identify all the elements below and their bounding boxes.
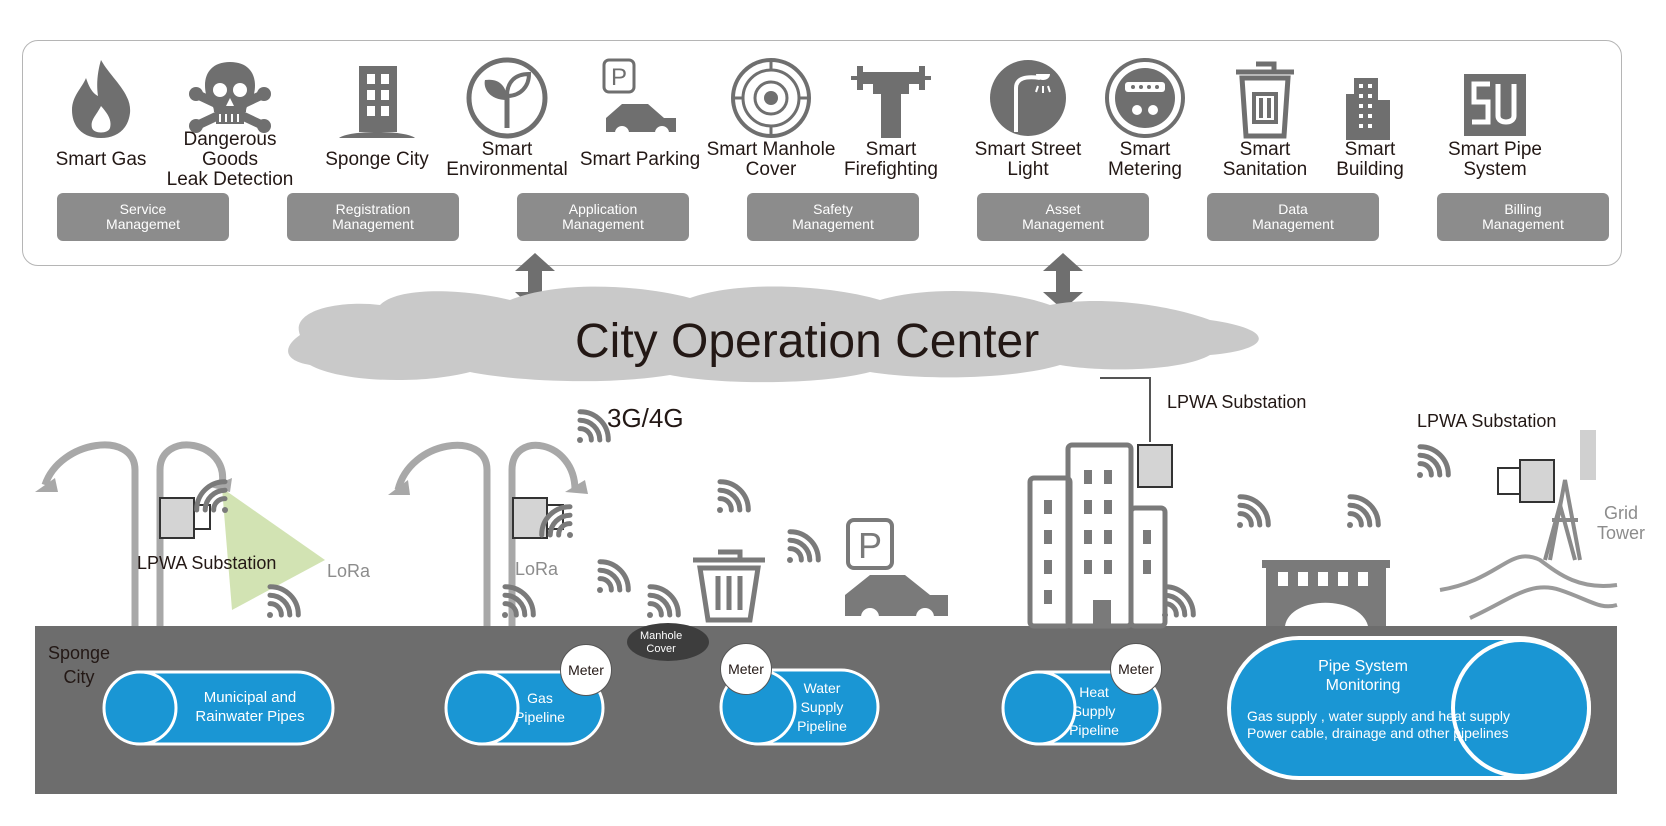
app-label: Smart Firefighting <box>844 139 938 180</box>
management-button[interactable]: Data Management <box>1207 193 1379 241</box>
manhole-icon <box>696 50 846 140</box>
lamp-light-beam <box>222 488 325 610</box>
parking-car-icon: P <box>845 518 948 626</box>
municipal-pipe-label: Municipal and Rainwater Pipes <box>195 689 305 725</box>
lpwa-substation-label: LPWA Substation <box>1417 411 1557 431</box>
street-lamp-icon <box>41 441 227 626</box>
wifi-signal-icon <box>194 479 228 513</box>
app-parking-car[interactable]: P Smart Parking <box>565 50 715 180</box>
hydrant-icon <box>816 50 966 140</box>
lpwa-substation-label: LPWA Substation <box>137 553 277 573</box>
app-label: Smart Metering <box>1108 139 1182 180</box>
trash-can-icon <box>693 549 765 623</box>
wifi-signal-icon <box>597 559 631 593</box>
meter-badge: Meter <box>1110 643 1162 695</box>
svg-text:P: P <box>611 64 627 91</box>
manhole-cover-label: Manhole Cover <box>640 630 683 655</box>
meter-badge: Meter <box>720 643 772 695</box>
tower-building-icon <box>1295 50 1445 140</box>
wifi-signal-icon <box>577 409 611 443</box>
svg-text:P: P <box>858 525 882 566</box>
wifi-signal-icon <box>1347 494 1381 528</box>
grid-tower-label: Grid Tower <box>1597 503 1646 543</box>
street-lamp-icon <box>394 441 579 626</box>
app-skull[interactable]: Dangerous Goods Leak Detection <box>155 50 305 190</box>
app-building[interactable]: Sponge City <box>302 50 452 180</box>
pipe-monitoring-title: Pipe System Monitoring <box>1318 658 1408 694</box>
app-tower-building[interactable]: Smart Building <box>1295 50 1445 180</box>
building-icon <box>302 50 452 140</box>
wifi-signal-icon <box>1417 444 1451 478</box>
management-button[interactable]: Asset Management <box>977 193 1149 241</box>
gas-pipeline-label: Gas Pipeline <box>515 690 565 725</box>
application-panel <box>22 40 1622 266</box>
app-label: Sponge City <box>325 149 429 170</box>
heat-pipeline-label: Heat Supply Pipeline <box>1069 684 1119 738</box>
wifi-signal-icon <box>787 529 821 563</box>
wifi-signal-icon <box>1237 494 1271 528</box>
su-logo-icon <box>1420 50 1570 140</box>
app-su-logo[interactable]: Smart Pipe System <box>1420 50 1570 180</box>
skull-icon <box>155 50 305 140</box>
app-street-light[interactable]: Smart Street Light <box>953 50 1103 180</box>
meter-badge: Meter <box>560 644 612 696</box>
gas-flame-icon <box>26 50 176 140</box>
parking-car-icon: P <box>565 50 715 140</box>
manhole-cover-icon <box>627 623 709 661</box>
app-label: Smart Sanitation <box>1222 139 1308 180</box>
city-operation-center-title: City Operation Center <box>575 315 1040 368</box>
app-manhole[interactable]: Smart Manhole Cover <box>696 50 846 180</box>
bridge-icon <box>1262 560 1390 626</box>
wifi-signal-icon <box>539 504 573 538</box>
wifi-signal-icon <box>717 479 751 513</box>
app-meter[interactable]: Smart Metering <box>1070 50 1220 180</box>
sponge-city-label: Sponge City <box>48 643 111 687</box>
app-label: Smart Gas <box>55 149 147 170</box>
app-label: Smart Manhole Cover <box>706 139 836 180</box>
app-label: Smart Parking <box>579 149 701 170</box>
cloud-shape <box>288 286 1259 383</box>
lora-label: LoRa <box>515 559 559 579</box>
management-button[interactable]: Service Managemet <box>57 193 229 241</box>
wifi-signal-icon <box>1162 584 1196 618</box>
app-label: Smart Building <box>1336 139 1404 180</box>
leaf-circle-icon <box>432 50 582 140</box>
management-button[interactable]: Registration Management <box>287 193 459 241</box>
wifi-signal-icon <box>502 584 536 618</box>
app-label: Smart Environmental <box>446 139 568 180</box>
management-button[interactable]: Application Management <box>517 193 689 241</box>
trash-icon <box>1190 50 1340 140</box>
management-button[interactable]: Safety Management <box>747 193 919 241</box>
lora-label: LoRa <box>327 561 371 581</box>
app-hydrant[interactable]: Smart Firefighting <box>816 50 966 180</box>
lpwa-substation-label: LPWA Substation <box>1167 392 1307 412</box>
hills <box>1439 554 1618 592</box>
management-button[interactable]: Billing Management <box>1437 193 1609 241</box>
water-pipeline-label: Water Supply Pipeline <box>797 680 847 734</box>
app-label: Smart Pipe System <box>1448 139 1542 180</box>
app-label: Smart Street Light <box>974 139 1082 180</box>
street-light-icon <box>953 50 1103 140</box>
meter-icon <box>1070 50 1220 140</box>
wifi-signal-icon <box>267 584 301 618</box>
app-gas-flame[interactable]: Smart Gas <box>26 50 176 180</box>
app-leaf-circle[interactable]: Smart Environmental <box>432 50 582 180</box>
pipe-monitoring-desc: Gas supply , water supply and heat suppl… <box>1247 708 1511 741</box>
wifi-signal-icon <box>647 584 681 618</box>
grid-tower-icon <box>1543 479 1582 561</box>
app-trash[interactable]: Smart Sanitation <box>1190 50 1340 180</box>
network-label: 3G/4G <box>607 403 684 433</box>
